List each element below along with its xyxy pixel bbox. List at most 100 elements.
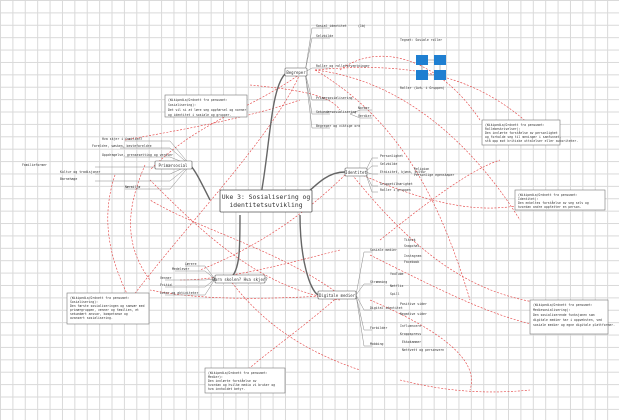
note-5-line-5: sosiale medier og egne digitale plattfor… [533,323,615,327]
note-6-line-1: (Wikipedia/Ordnett fra pensumet: [208,371,268,375]
note-4-line-3: Den første sosialiseringen og samvær med [70,304,145,308]
leaf-facebook[interactable]: Facebook [404,260,419,264]
note-6-line-4: hvordan og hvilke media vi bruker og [208,383,275,387]
leaf-oppdragelse[interactable]: Oppdragelse, grensesetting og verdier [102,153,173,157]
note-4-line-2: Sosialisering): [70,300,98,304]
leaf-positive-sider[interactable]: Positive sider [400,302,427,306]
note-5-line-4: digitale medier har i oppveksten, ved [533,318,602,322]
leaf-kultur[interactable]: Kultur og tradisjoner [60,170,100,174]
leaf-begreper-og-ord[interactable]: Begreper og viktige ord [316,124,360,128]
center-title-line-2: identitetsutvikling [229,201,302,209]
leaf-nettvett[interactable]: Nettvett og personvern [402,348,444,352]
leaf-gruppetilhorighet[interactable]: Gruppetilhørighet [380,182,413,186]
leaf-sosial-identitet-tag: (1b) [358,24,366,28]
leaf-selvbilde-identitet[interactable]: Selvbilde [380,162,397,166]
leaf-roller-og-forventninger[interactable]: Roller og rolleforventninger [316,64,370,68]
branch-identitet-label: Identitet [345,170,367,175]
note-4[interactable]: (Wikipedia/Ordnett fra pensumet: Sosiali… [66,292,150,325]
leaf-forbilder[interactable]: Forbilder [370,326,387,330]
note-3-line-2: Identitet): [518,197,539,201]
note-1[interactable]: (Wikipedia/Ordnett fra pensumet: Sosiali… [164,94,248,118]
leaf-selvbilde[interactable]: Selvbilde [316,34,333,38]
leaf-egenskaper[interactable]: Personlige egenskaper [414,173,454,177]
note-2-line-4: og forholde seg til meninger i samfunnet… [485,135,562,139]
branch-begreper-label: Begreper [286,70,306,75]
leaf-kroppspress[interactable]: Kroppspress [400,332,421,336]
note-2[interactable]: (Wikipedia/Ordnett fra pensumet: Rollebe… [481,119,578,146]
branch-digitale-medier[interactable]: Digitale medier [317,290,357,300]
leaf-mobbing[interactable]: Mobbing [370,342,384,346]
roller-label: Roller [400,86,412,90]
leaf-medelever[interactable]: Medelever [172,267,189,271]
note-1-line-1: (Wikipedia/Ordnett fra pensumet: [168,98,228,102]
leaf-primaersosialisering[interactable]: Primærsosialisering [316,96,353,100]
leaf-fritid[interactable]: Fritid [160,283,172,287]
note-2-line-2: Rollebeskrivelser): [485,127,521,131]
leaf-negative-sider[interactable]: Negative sider [400,312,427,316]
leaf-snapchat[interactable]: Snapchat [404,244,419,248]
branch-begreper[interactable]: Begreper [284,67,308,77]
note-2-line-3: Den innlærte forståelse av personlighet [485,130,558,135]
leaf-sosial-bakgrunn[interactable]: Etnisitet, kjønn, kultur [380,170,426,174]
role-box-2 [434,55,446,65]
leaf-youtube[interactable]: YouTube [390,272,404,276]
leaf-influencere[interactable]: Influencere [400,324,421,328]
note-4-line-1: (Wikipedia/Ordnett fra pensumet: [70,296,130,300]
note-5[interactable]: (Wikipedia/Ordnett fra pensumet: Medieso… [529,299,615,335]
leaf-roller-i-gruppen[interactable]: Roller i gruppen [380,188,411,192]
note-4-line-4: primærgruppen, venner og familien, et [70,308,139,312]
leaf-spill[interactable]: Spill [390,292,400,296]
leaf-verdier[interactable]: Verdier [358,114,372,118]
leaf-normer[interactable]: Normer [358,106,370,110]
leaf-familieformer[interactable]: Familieformer [22,163,47,167]
note-1-line-4: og identitet i sosiale og grupper. [168,113,231,117]
leaf-sosial-identitet[interactable]: Sosial identitet [316,24,347,28]
note-1-line-2: Sosialisering): [168,103,196,107]
note-6-line-5: hva innholdet betyr. [208,387,245,391]
note-5-line-2: Mediesosialisering): [533,308,570,312]
leaf-netflix[interactable]: Netflix [390,284,404,288]
note-3[interactable]: (Wikipedia/Ordnett fra pensumet: Identit… [514,189,606,211]
note-3-line-1: (Wikipedia/Ordnett fra pensumet: [518,193,578,197]
leaf-stromming[interactable]: Strømming [370,280,387,284]
note-5-line-3: Den sosialiserende funksjonen som [533,313,595,317]
role-box-1 [416,55,428,65]
note-5-line-1: (Wikipedia/Ordnett fra pensumet: [533,303,593,307]
note-6[interactable]: (Wikipedia/Ordnett fra pensumet: Medier)… [204,367,286,394]
leaf-religion[interactable]: Religion [414,167,429,171]
leaf-foreldre[interactable]: Foreldre, søsken, besteforeldre [92,144,152,148]
note-6-line-3: Den innlærte forståelse av [208,378,257,383]
medier-items: Sosiale medier Tiktok Snapchat Instagram… [370,238,444,352]
sosiale-roller-graphic: Tegnet: Sosiale roller Roller (Avh. i Gr… [400,38,446,90]
note-1-line-3: Det vil si at lære seg oppførsel og norm… [168,108,246,112]
leaf-familien[interactable]: Hva skjer i familien? [102,137,142,141]
leaf-instagram[interactable]: Instagram [404,254,421,258]
branch-identitet[interactable]: Identitet [344,167,367,177]
primaer-items: Hva skjer i familien? Foreldre, søsken, … [22,137,173,189]
branch-primaersosialisering-label: Primærsosial [159,163,188,168]
leaf-naermiljo[interactable]: Nærmiljø [125,185,140,189]
leaf-laerere[interactable]: Lærere [185,262,197,266]
center-title-line-1: Uke 3: Sosialisering og [222,193,311,201]
role-box-3 [416,70,428,80]
note-3-line-3: Den enkeltes forståelse av seg selv og [518,200,589,205]
leaf-venner[interactable]: Venner [160,276,172,280]
leaf-digital-identitet[interactable]: Digital identitet [370,306,403,310]
leaf-ekkokammer[interactable]: Ekkokammer [402,340,421,344]
roller-note: (Avh. i Gruppen) [414,86,445,90]
leaf-lines [95,27,378,347]
leaf-tiktok[interactable]: Tiktok [404,238,416,242]
leaf-personlighet[interactable]: Personlighet [380,154,403,158]
note-6-line-2: Medier): [208,375,223,379]
branch-barn-skolen[interactable]: Barn skolen? Hva skjer? [212,274,268,284]
leaf-sekundaersosialisering[interactable]: Sekundærsosialisering [316,110,356,114]
center-topic[interactable]: Uke 3: Sosialisering og identitetsutvikl… [219,189,313,213]
note-4-line-6: avansert sosialisering. [70,316,113,320]
leaf-sosiale-medier[interactable]: Sosiale medier [370,248,397,252]
note-2-line-1: (Wikipedia/Ordnett fra pensumet: [485,123,545,127]
leaf-barnehage[interactable]: Barnehage [60,177,77,181]
branch-barn-skolen-label: Barn skolen? Hva skjer? [212,277,268,282]
leaf-leker[interactable]: Leker og aktiviteter [160,291,198,295]
branch-primaersosialisering[interactable]: Primærsosial [154,160,193,170]
